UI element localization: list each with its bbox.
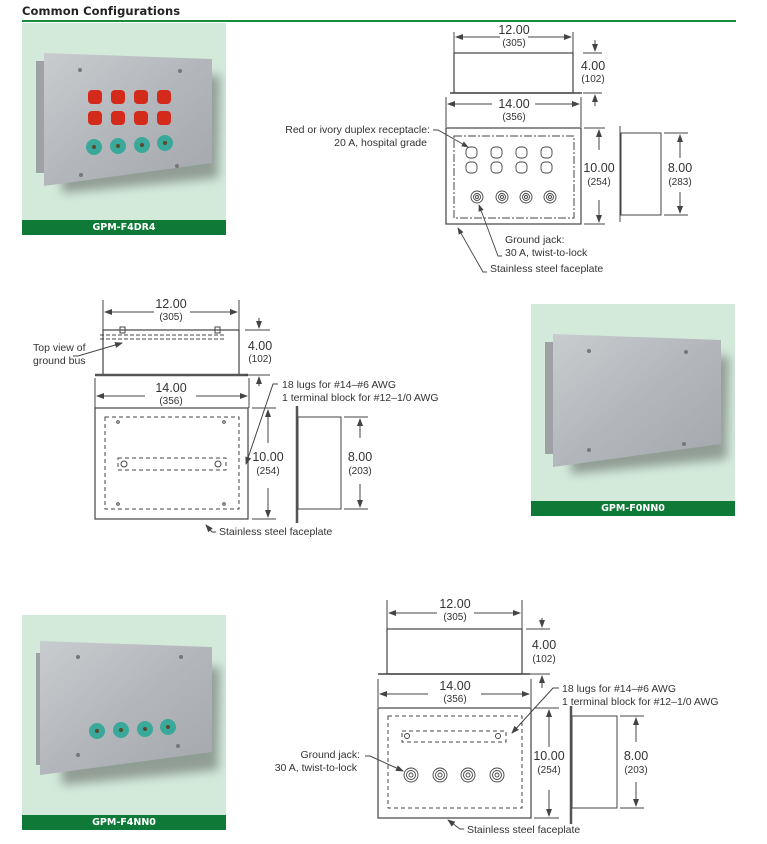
box-side (545, 342, 555, 454)
dim-face-width-mm: (356) (502, 112, 525, 123)
dim-box-height-mm: (203) (348, 466, 371, 477)
dim-face-width: 14.00 (439, 679, 470, 693)
dim-box-height-mm: (283) (668, 177, 691, 188)
screw-icon (587, 349, 591, 353)
dim-face-height-mm: (254) (587, 177, 610, 188)
screw-icon (179, 655, 183, 659)
receptacles (88, 90, 171, 125)
dim-face-height-mm: (254) (256, 466, 279, 477)
faceplate (553, 334, 721, 467)
dim-box-height: 8.00 (348, 450, 372, 464)
dimension-drawing-f4dr4: 12.00 (305) 4.00 (102) 14.00 (356) 10.00… (285, 23, 692, 275)
ground-jacks (89, 719, 176, 739)
dim-depth: 4.00 (581, 59, 605, 73)
screw-icon (684, 350, 688, 354)
callout-faceplate: Stainless steel faceplate (467, 824, 580, 836)
callout-receptacle: Red or ivory duplex receptacle: (285, 124, 430, 136)
model-caption: GPM-F4NN0 (22, 815, 226, 830)
dim-depth-mm: (102) (248, 354, 271, 365)
screw-icon (587, 448, 591, 452)
product-photo-f4dr4: GPM-F4DR4 (22, 23, 226, 235)
faceplate (40, 641, 212, 775)
dim-depth-mm: (102) (532, 654, 555, 665)
screw-icon (79, 173, 83, 177)
model-caption: GPM-F4DR4 (22, 220, 226, 235)
callout-ground-jack: Ground jack: (505, 234, 565, 246)
dim-box-height-mm: (203) (624, 765, 647, 776)
dim-depth-mm: (102) (581, 74, 604, 85)
panel-illustration (545, 334, 729, 474)
dim-face-height: 10.00 (252, 450, 283, 464)
callout-lugs: 18 lugs for #14–#6 AWG (282, 379, 396, 391)
dim-top-width-mm: (305) (502, 38, 525, 49)
dim-top-width-mm: (305) (443, 612, 466, 623)
dim-face-width-mm: (356) (443, 694, 466, 705)
screw-icon (175, 164, 179, 168)
screw-icon (76, 753, 80, 757)
jack-symbols (470, 190, 557, 204)
faceplate (44, 53, 212, 186)
callout-lugs: 18 lugs for #14–#6 AWG (562, 683, 676, 695)
dim-top-width-mm: (305) (159, 312, 182, 323)
callout-ground-bus: Top view of (33, 342, 86, 354)
dim-face-height: 10.00 (533, 749, 564, 763)
model-caption: GPM-F0NN0 (531, 501, 735, 516)
section-rule (22, 20, 736, 22)
panel-illustration (36, 53, 220, 193)
dim-top-width: 12.00 (498, 23, 529, 37)
dim-box-height: 8.00 (624, 749, 648, 763)
receptacle-symbols (465, 146, 553, 174)
dimension-drawing-f4nn0: 12.00 (305) 4.00 (102) 14.00 (356) 10.00… (275, 597, 719, 836)
screw-icon (78, 68, 82, 72)
dim-face-width: 14.00 (155, 381, 186, 395)
dim-depth: 4.00 (532, 638, 556, 652)
callout-terminal-block: 1 terminal block for #12–1/0 AWG (562, 696, 719, 708)
box-side (36, 61, 46, 173)
callout-faceplate: Stainless steel faceplate (490, 263, 603, 275)
screw-icon (178, 69, 182, 73)
product-photo-f0nn0: GPM-F0NN0 (531, 304, 735, 516)
dim-box-height: 8.00 (668, 161, 692, 175)
product-photo-f4nn0: GPM-F4NN0 (22, 615, 226, 830)
screw-icon (76, 655, 80, 659)
callout-ground-jack-spec: 30 A, twist-to-lock (505, 247, 588, 259)
dim-top-width: 12.00 (155, 297, 186, 311)
jack-symbols (403, 767, 505, 783)
dim-face-height-mm: (254) (537, 765, 560, 776)
dim-face-width: 14.00 (498, 97, 529, 111)
dimension-drawing-f0nn0: 12.00 (305) 4.00 (102) 14.00 (356) 10.00… (33, 297, 439, 538)
screw-icon (176, 744, 180, 748)
callout-ground-jack: Ground jack: (300, 749, 360, 761)
section-title: Common Configurations (22, 4, 181, 18)
callout-ground-bus-2: ground bus (33, 355, 86, 367)
callout-ground-jack-spec: 30 A, twist-to-lock (275, 762, 358, 774)
screw-icon (682, 442, 686, 446)
dim-depth: 4.00 (248, 339, 272, 353)
dim-top-width: 12.00 (439, 597, 470, 611)
callout-terminal-block: 1 terminal block for #12–1/0 AWG (282, 392, 439, 404)
dim-face-height: 10.00 (583, 161, 614, 175)
callout-faceplate: Stainless steel faceplate (219, 526, 332, 538)
callout-receptacle-spec: 20 A, hospital grade (334, 137, 427, 149)
ground-jacks (86, 135, 173, 155)
panel-illustration (36, 641, 220, 785)
dim-face-width-mm: (356) (159, 396, 182, 407)
